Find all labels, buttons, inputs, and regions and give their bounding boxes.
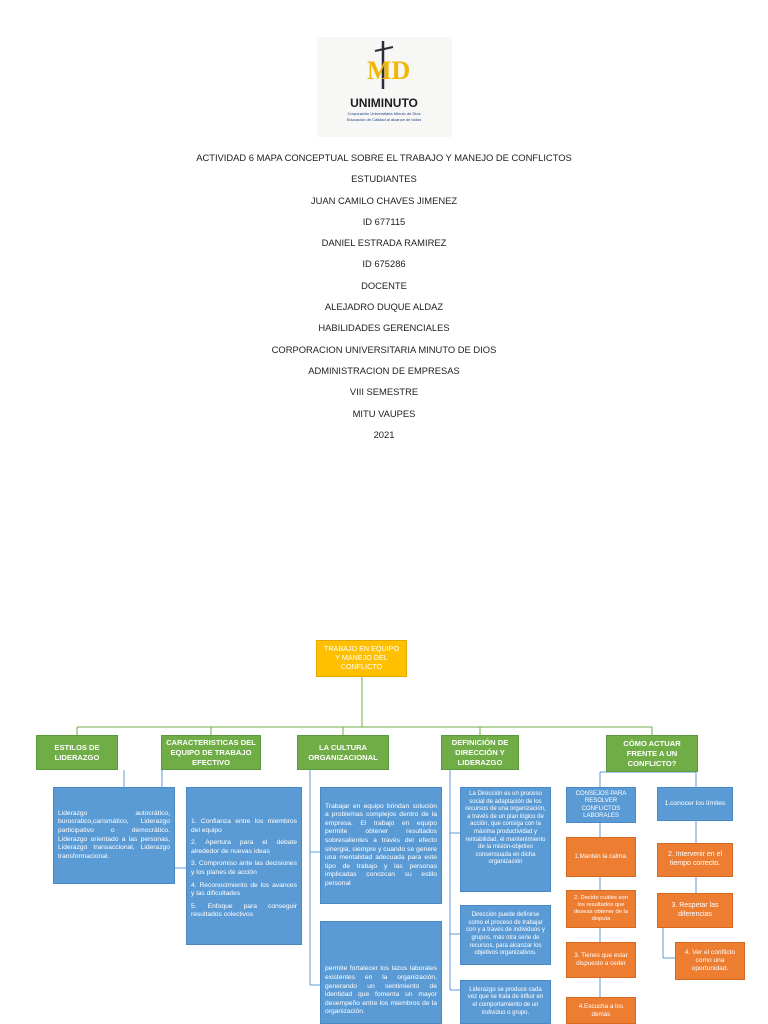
- definicion-text-1: La Dirección es un proceso social de ada…: [465, 791, 546, 866]
- consejos-title: CONSEJOS PARA RESOLVER CONFLICTOS LABORA…: [575, 791, 627, 820]
- cover-line: ESTUDIANTES: [351, 173, 417, 185]
- cover-line: CORPORACION UNIVERSITARIA MINUTO DE DIOS: [271, 343, 497, 355]
- category-label: DEFINICIÓN DE DIRECCIÓN Y LIDERAZGO: [451, 737, 509, 767]
- cover-line: VIII SEMESTRE: [349, 386, 419, 398]
- definicion-text-3: Liderazgo se produce cada vez que se tra…: [467, 986, 544, 1016]
- cultura-text-2: permite fortalecer los lazos laborales e…: [325, 965, 437, 1016]
- consejo-step-4: 4.Escucha a los demás: [566, 997, 636, 1024]
- limite-step-3: 3. Respetar las diferencias: [657, 893, 733, 928]
- category-label: CARACTERISTICAS DEL EQUIPO DE TRABAJO EF…: [166, 737, 256, 767]
- category-caracteristicas: CARACTERISTICAS DEL EQUIPO DE TRABAJO EF…: [161, 735, 261, 770]
- caracteristica-item: 4. Reconocimiento de los avances y las d…: [191, 881, 297, 898]
- cover-line: DANIEL ESTRADA RAMIREZ: [321, 237, 447, 249]
- limite-label: 3. Respetar las diferencias: [671, 901, 719, 918]
- caracteristica-item: 1. Confianza entre los miembros del equi…: [191, 818, 297, 834]
- caracteristica-item: 2. Apertura para el debate alrededor de …: [191, 839, 297, 855]
- estilos-text-box: Liderazgo autocrático, burocratico,caris…: [53, 787, 175, 884]
- limites-title-box: 1.conocer los límites: [657, 787, 733, 821]
- estilos-text: Liderazgo autocrático, burocratico,caris…: [58, 809, 170, 860]
- limite-label: 4. Ver el conflicto como una oportunidad…: [684, 949, 736, 972]
- cover-line: ID 675286: [362, 258, 406, 270]
- consejo-step-1: 1.Mantén la calma.: [566, 837, 636, 877]
- consejo-label: 1.Mantén la calma.: [574, 853, 628, 860]
- consejo-step-2: 2. Decide cuáles son los resultados que …: [566, 890, 636, 928]
- cover-line: JUAN CAMILO CHAVES JIMENEZ: [310, 194, 458, 206]
- cover-line: ADMINISTRACION DE EMPRESAS: [308, 364, 460, 376]
- map-root-label: TRABAJO EN EQUIPO Y MANEJO DEL CONFLICTO: [323, 644, 400, 671]
- limite-step-2: 2. Intervenir en el tiempo correcto.: [657, 843, 733, 877]
- cover-line: HABILIDADES GERENCIALES: [318, 322, 450, 334]
- cultura-text-box-2: permite fortalecer los lazos laborales e…: [320, 921, 442, 1024]
- cover-line: ID 677115: [362, 215, 406, 227]
- consejo-label: 3. Tienes que estar dispuesto a ceder: [574, 952, 628, 967]
- map-root-node: TRABAJO EN EQUIPO Y MANEJO DEL CONFLICTO: [316, 640, 407, 677]
- logo-brand: UNIMINUTO: [350, 96, 418, 110]
- category-como-actuar: CÓMO ACTUAR FRENTE A UN CONFLICTO?: [606, 735, 698, 772]
- cover-line: 2021: [373, 428, 395, 440]
- limites-title: 1.conocer los límites: [664, 799, 726, 807]
- uniminuto-logo: MD UNIMINUTO Corporación Universitaria M…: [317, 37, 452, 137]
- caracteristicas-box: 1. Confianza entre los miembros del equi…: [186, 787, 302, 945]
- limite-label: 2. Intervenir en el tiempo correcto.: [667, 851, 723, 867]
- caracteristica-item: 5. Enfoque para conseguir resultados col…: [191, 902, 297, 919]
- category-definicion-direccion: DEFINICIÓN DE DIRECCIÓN Y LIDERAZGO: [441, 735, 519, 770]
- cover-title: ACTIVIDAD 6 MAPA CONCEPTUAL SOBRE EL TRA…: [196, 152, 572, 163]
- cover-line: DOCENTE: [361, 279, 407, 291]
- consejo-label: 2. Decide cuáles son los resultados que …: [573, 895, 629, 922]
- cultura-text-1: Trabajar en equipo brindan solución a pr…: [325, 802, 437, 887]
- cover-block: ACTIVIDAD 6 MAPA CONCEPTUAL SOBRE EL TRA…: [0, 152, 768, 450]
- category-cultura-organizacional: LA CULTURA ORGANIZACIONAL: [297, 735, 389, 770]
- cover-line: MITU VAUPES: [352, 407, 416, 419]
- caracteristica-item: 3. Compromiso ante las decisiones y los …: [191, 860, 297, 876]
- cultura-text-box-1: Trabajar en equipo brindan solución a pr…: [320, 787, 442, 904]
- consejo-step-3: 3. Tienes que estar dispuesto a ceder: [566, 942, 636, 978]
- logo-initials: MD: [367, 56, 410, 85]
- cover-line: ALEJADRO DUQUE ALDAZ: [324, 301, 444, 313]
- category-estilos-liderazgo: ESTILOS DE LIDERAZGO: [36, 735, 118, 770]
- definicion-text-box-3: Liderazgo se produce cada vez que se tra…: [460, 980, 551, 1024]
- definicion-text-2: Dirección puede definirse como el proces…: [466, 912, 545, 957]
- logo-subtitle: Corporación Universitaria Minuto de Dios: [348, 111, 421, 116]
- category-label: LA CULTURA ORGANIZACIONAL: [308, 742, 378, 762]
- category-label: ESTILOS DE LIDERAZGO: [54, 742, 100, 762]
- limite-step-4: 4. Ver el conflicto como una oportunidad…: [675, 942, 745, 980]
- definicion-text-box-1: La Dirección es un proceso social de ada…: [460, 787, 551, 892]
- consejo-label: 4.Escucha a los demás: [578, 1002, 624, 1018]
- consejos-title-box: CONSEJOS PARA RESOLVER CONFLICTOS LABORA…: [566, 787, 636, 823]
- definicion-text-box-2: Dirección puede definirse como el proces…: [460, 905, 551, 965]
- logo-slogan: Educación de Calidad al alcance de todos: [347, 117, 422, 122]
- category-label: CÓMO ACTUAR FRENTE A UN CONFLICTO?: [623, 738, 681, 768]
